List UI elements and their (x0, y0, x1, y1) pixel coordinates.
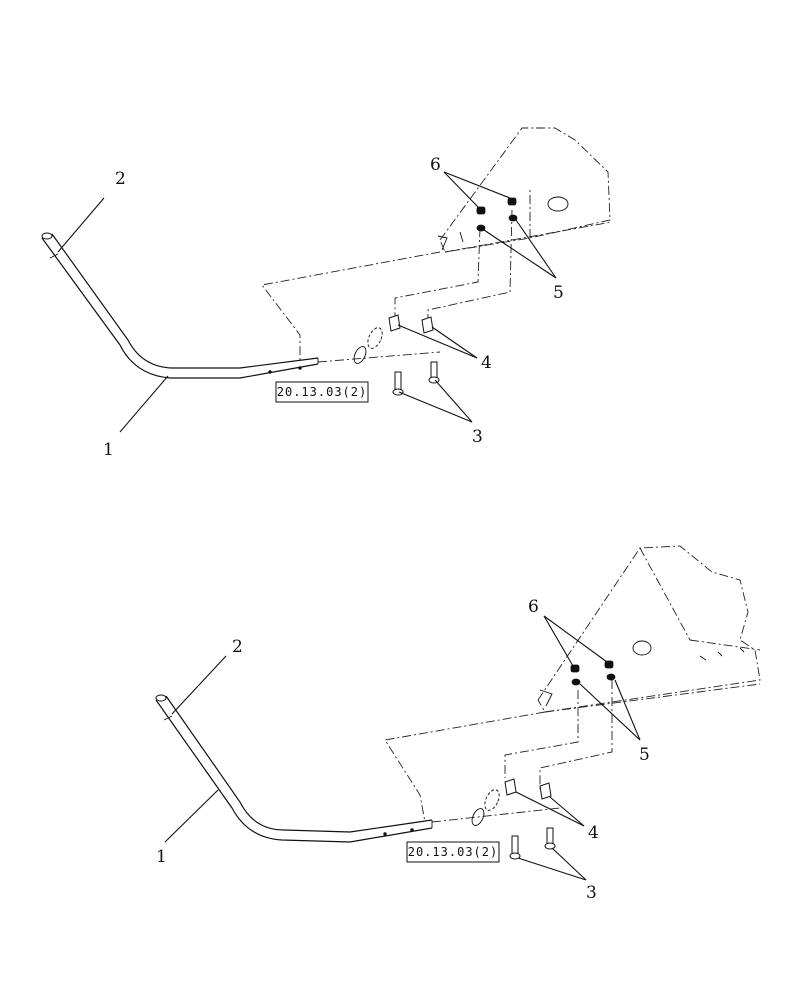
lower-callout-3: 3 (586, 883, 597, 903)
upper-callout-4: 4 (481, 353, 492, 373)
upper-tube-item-1 (41, 232, 319, 379)
upper-reference-label: 20.13.03(2) (277, 385, 367, 399)
upper-callout-5: 5 (553, 283, 564, 303)
lower-callout-5: 5 (639, 745, 650, 765)
lower-callout-1: 1 (156, 847, 167, 867)
lower-callout-2: 2 (232, 637, 243, 657)
lower-reference-box[interactable]: 20.13.03(2) (406, 841, 500, 863)
upper-callout-6: 6 (430, 155, 441, 175)
upper-nut-item-6 (476, 197, 517, 215)
lower-spacer-ring (471, 789, 500, 826)
lower-leader-lines (164, 615, 641, 881)
upper-leader-lines (57, 171, 557, 433)
upper-callout-2: 2 (115, 169, 126, 189)
lower-phantom-bracket (384, 545, 761, 823)
upper-reference-box[interactable]: 20.13.03(2) (275, 381, 369, 403)
lower-nut-item-6 (570, 660, 614, 673)
upper-phantom-bracket (261, 127, 613, 363)
lower-washer-item-5 (571, 673, 616, 686)
upper-callout-3: 3 (472, 427, 483, 447)
upper-clamp-item-4 (388, 314, 434, 334)
upper-bolt-item-3 (392, 361, 440, 396)
lower-assembly-diagram: 20.13.03(2) 2 1 6 5 4 3 (155, 545, 761, 903)
upper-assembly-diagram: 20.13.03(2) 2 1 6 5 4 3 (41, 127, 613, 460)
upper-spacer-ring (353, 327, 383, 364)
lower-callout-4: 4 (588, 823, 599, 843)
lower-callout-6: 6 (528, 597, 539, 617)
upper-callout-1: 1 (103, 440, 114, 460)
lower-bolt-item-3 (509, 827, 556, 860)
lower-reference-label: 20.13.03(2) (408, 845, 498, 859)
lower-tube-item-1 (155, 694, 433, 843)
upper-washer-item-5 (476, 214, 518, 232)
lower-clamp-item-4 (504, 778, 552, 800)
